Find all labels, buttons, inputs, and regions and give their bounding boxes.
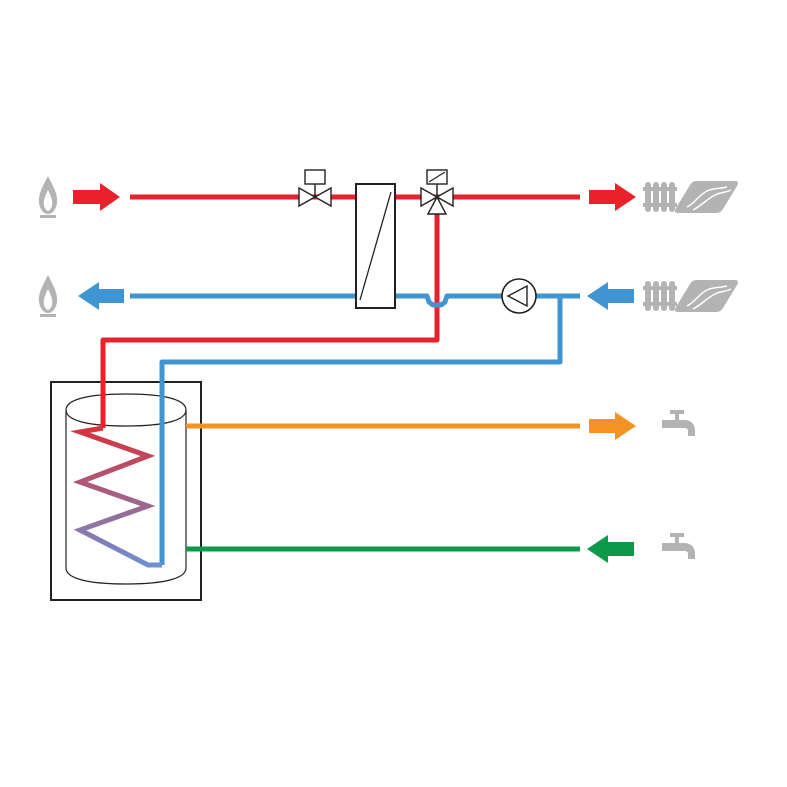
underfloor-heating-icon [674, 181, 739, 213]
radiator-icon [643, 281, 677, 311]
return-out-arrow [78, 282, 124, 310]
return-in-arrow [587, 282, 634, 310]
water-tap-icon [662, 533, 695, 559]
supply-out-arrow [589, 183, 636, 211]
three-way-valve-icon [420, 169, 454, 215]
storage-tank-icon [50, 381, 202, 601]
water-tap-icon [662, 410, 695, 436]
tank-cylinder-top-rim [65, 409, 187, 427]
gas-flame-icon [38, 176, 58, 218]
gas-flame-icon [38, 275, 58, 317]
circulation-pump-icon [501, 278, 537, 314]
return-pipe-main [130, 293, 580, 308]
supply-pipe-to-tank [100, 208, 440, 428]
cold-water-in-arrow [587, 535, 634, 563]
radiator-icon [643, 182, 677, 212]
return-pipe-from-tank [159, 296, 563, 565]
hot-water-out-arrow [589, 412, 636, 440]
underfloor-heating-icon [674, 280, 739, 312]
heating-coil [70, 425, 162, 568]
heat-exchanger-icon [355, 183, 396, 309]
return-line [130, 293, 580, 565]
supply-in-arrow [73, 183, 120, 211]
two-way-valve-icon [298, 169, 332, 208]
